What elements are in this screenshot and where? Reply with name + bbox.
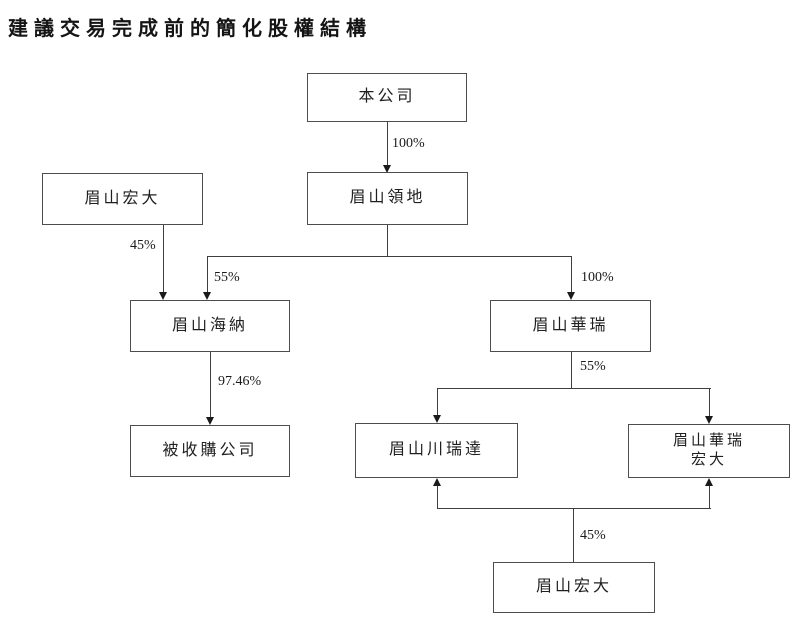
node-meishan-lingdi-label: 眉山領地	[349, 189, 426, 207]
edge-label-lingdi-huarui: 100%	[581, 270, 614, 285]
node-target-company-label: 被收購公司	[162, 441, 258, 459]
node-meishan-hongda-left-label: 眉山宏大	[84, 189, 161, 207]
connector-into-chuanruida	[437, 388, 438, 416]
connector-lingdi-huarui	[571, 256, 572, 293]
node-meishan-chuanruida-label: 眉山川瑞達	[388, 441, 484, 459]
connector-lingdi-haina	[207, 256, 208, 293]
connector-up-huarui-hongda	[709, 485, 710, 508]
node-meishan-hongda-bottom-label: 眉山宏大	[535, 578, 612, 596]
connector-hongda-bottom-split	[437, 508, 711, 509]
arrowhead-into-huarui	[567, 292, 575, 300]
node-meishan-huarui-hongda-label-line1: 眉山華瑞	[672, 432, 745, 449]
node-meishan-huarui-label: 眉山華瑞	[532, 316, 609, 334]
node-meishan-huarui: 眉山華瑞	[490, 300, 651, 352]
connector-lingdi-split	[207, 256, 572, 257]
connector-company-lingdi	[387, 122, 388, 166]
edge-label-hongda-haina: 45%	[130, 238, 156, 253]
arrowhead-into-target	[206, 417, 214, 425]
node-meishan-huarui-hongda-label-line2: 宏大	[690, 452, 727, 468]
node-company-label: 本公司	[358, 88, 416, 106]
edge-label-company-lingdi: 100%	[392, 136, 425, 151]
connector-lingdi-stem	[387, 225, 388, 256]
connector-hongda-haina	[163, 225, 164, 293]
edge-label-huarui-children: 55%	[580, 359, 606, 374]
page-title: 建議交易完成前的簡化股權結構	[8, 18, 372, 40]
arrowhead-up-into-huarui-hongda	[705, 478, 713, 486]
arrowhead-into-huarui-hongda	[705, 416, 713, 424]
connector-haina-target	[210, 352, 211, 418]
node-meishan-hongda-bottom: 眉山宏大	[493, 562, 655, 613]
arrowhead-into-haina-55	[203, 292, 211, 300]
connector-into-huarui-hongda	[709, 388, 710, 417]
connector-hongda-bottom-stem	[573, 508, 574, 562]
node-meishan-haina-label: 眉山海納	[171, 316, 248, 334]
arrowhead-into-chuanruida	[433, 415, 441, 423]
node-meishan-hongda-left: 眉山宏大	[42, 173, 203, 225]
connector-huarui-stem	[571, 352, 572, 389]
arrowhead-into-haina-45	[159, 292, 167, 300]
node-meishan-chuanruida: 眉山川瑞達	[355, 423, 518, 478]
node-target-company: 被收購公司	[130, 425, 290, 477]
arrowhead-up-into-chuanruida	[433, 478, 441, 486]
node-meishan-lingdi: 眉山領地	[307, 172, 468, 225]
arrowhead-into-lingdi	[383, 165, 391, 173]
edge-label-lingdi-haina: 55%	[214, 270, 240, 285]
node-company: 本公司	[307, 73, 467, 122]
edge-label-haina-target: 97.46%	[218, 374, 262, 389]
connector-up-chuanruida	[437, 485, 438, 508]
edge-label-hongda-children: 45%	[580, 528, 606, 543]
node-meishan-huarui-hongda: 眉山華瑞 宏大	[628, 424, 790, 478]
node-meishan-haina: 眉山海納	[130, 300, 290, 352]
connector-huarui-split	[437, 388, 711, 389]
